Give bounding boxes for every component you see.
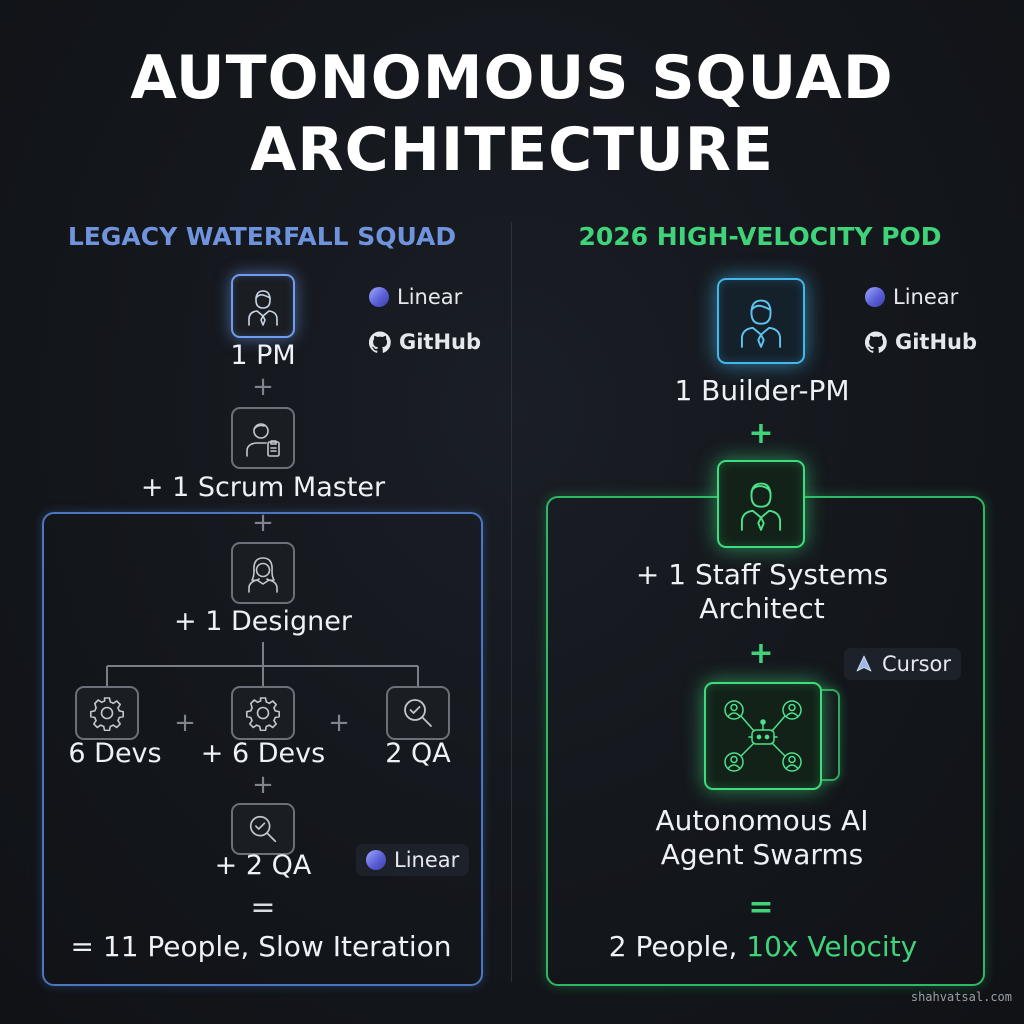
magnifier-check-icon — [231, 803, 295, 855]
ai-swarms-label-line1: Autonomous AI — [655, 804, 869, 837]
ai-swarms-label-line2: Agent Swarms — [660, 838, 864, 871]
pm-label: 1 PM — [230, 340, 296, 371]
devs-label-2: + 6 Devs — [200, 738, 326, 769]
github-badge: GitHub — [865, 330, 977, 354]
scrum-master-icon — [231, 407, 295, 469]
linear-badge-label: Linear — [397, 285, 463, 309]
github-icon — [865, 331, 887, 353]
pod-result-prefix: 2 People, — [608, 930, 747, 963]
ai-agent-swarm-icon — [704, 682, 822, 790]
builder-pm-label: 1 Builder-PM — [674, 374, 850, 407]
linear-badge: Linear — [865, 285, 958, 309]
legacy-squad-heading: LEGACY WATERFALL SQUAD — [67, 222, 457, 251]
gear-icon — [75, 686, 139, 740]
pod-heading: 2026 HIGH-VELOCITY POD — [578, 222, 942, 251]
designer-label: + 1 Designer — [174, 606, 352, 637]
plus-sign: + — [748, 636, 774, 671]
equals-sign: = — [250, 890, 276, 925]
gear-icon — [231, 686, 295, 740]
architect-person-icon — [717, 460, 805, 548]
plus-sign: + — [748, 416, 774, 451]
stacked-card-edge — [818, 689, 840, 781]
designer-icon — [231, 542, 295, 604]
architect-label-line1: + 1 Staff Systems — [635, 558, 889, 591]
team-tree-connector — [106, 642, 419, 686]
scrum-master-label: + 1 Scrum Master — [140, 472, 386, 503]
plus-sign: + — [174, 708, 196, 738]
builder-pm-person-icon — [717, 278, 805, 364]
github-badge: GitHub — [369, 330, 481, 354]
qa-label-2: + 2 QA — [214, 850, 312, 881]
linear-badge: Linear — [369, 285, 462, 309]
linear-badge-bottom: Linear — [356, 844, 470, 876]
linear-icon — [865, 287, 885, 307]
plus-sign: + — [252, 770, 274, 800]
linear-icon — [366, 850, 386, 870]
page-title-line1: AUTONOMOUS SQUAD — [130, 43, 894, 113]
equals-sign: = — [748, 890, 774, 925]
page-title-line2: ARCHITECTURE — [250, 115, 774, 185]
github-badge-label: GitHub — [895, 330, 978, 354]
devs-label: 6 Devs — [68, 738, 162, 769]
github-badge-label: GitHub — [399, 330, 482, 354]
magnifier-check-icon — [386, 686, 450, 740]
plus-sign: + — [328, 708, 350, 738]
linear-icon — [369, 287, 389, 307]
cursor-icon — [856, 655, 872, 672]
linear-badge-label: Linear — [394, 848, 460, 872]
github-icon — [369, 331, 391, 353]
cursor-badge: Cursor — [844, 648, 962, 680]
pod-result-accent: 10x Velocity — [746, 930, 918, 963]
watermark: shahvatsal.com — [910, 990, 1012, 1004]
linear-badge-label: Linear — [893, 285, 959, 309]
plus-sign: + — [252, 372, 274, 402]
plus-sign: + — [252, 508, 274, 538]
pod-result: 2 People, 10x Velocity — [556, 930, 970, 963]
pm-person-icon — [231, 274, 295, 338]
cursor-badge-label: Cursor — [882, 652, 952, 676]
qa-label: 2 QA — [385, 738, 451, 769]
legacy-result: = 11 People, Slow Iteration — [70, 930, 452, 963]
architect-label-line2: Architect — [699, 592, 825, 625]
column-divider — [511, 222, 512, 982]
legacy-squad-panel — [42, 512, 483, 986]
